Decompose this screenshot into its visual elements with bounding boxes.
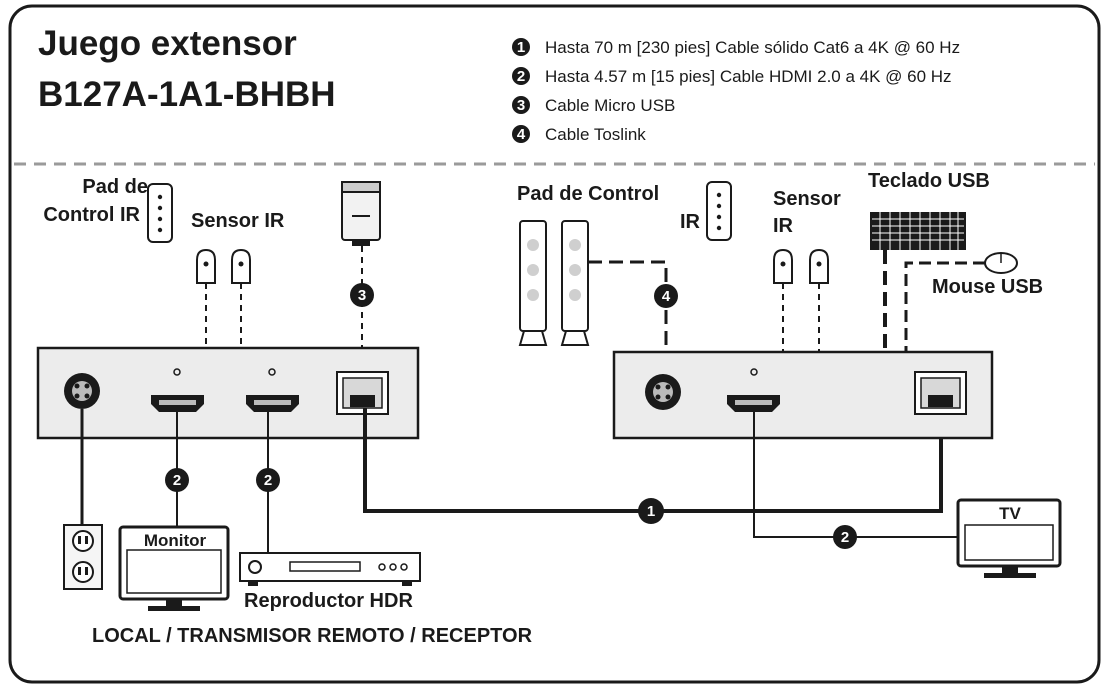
legend-item-4: 4 Cable Toslink xyxy=(512,125,646,144)
monitor-label: Monitor xyxy=(144,531,207,550)
left-ir-sensor-2-icon xyxy=(231,248,251,284)
badge-toslink-num: 4 xyxy=(662,288,671,305)
right-ir-pad-icon xyxy=(706,181,732,241)
legend-badge-3-num: 3 xyxy=(517,97,525,114)
left-ir-sensor-1-icon xyxy=(196,248,216,284)
tv-icon xyxy=(956,498,1062,578)
legend-text-4: Cable Toslink xyxy=(545,125,646,144)
badge-usb-icon xyxy=(350,283,374,307)
receiver-box xyxy=(612,350,994,440)
wall-outlet-icon xyxy=(63,524,103,590)
power-adapter-icon xyxy=(341,181,381,246)
left-ir-pad-label-2: Control IR xyxy=(43,204,140,226)
legend-text-1: Hasta 70 m [230 pies] Cable sólido Cat6 … xyxy=(545,38,960,57)
right-ir-sensor-2-icon xyxy=(809,248,829,284)
right-ir-pad-label-1: Pad de Control xyxy=(517,183,659,205)
monitor-icon xyxy=(118,525,230,611)
badge-hdmi-monitor-icon xyxy=(165,468,189,492)
right-ir-sensor-label-1: Sensor xyxy=(773,188,841,210)
badge-toslink-icon xyxy=(654,284,678,308)
speaker-right-icon xyxy=(560,220,590,346)
legend-item-2: 2 Hasta 4.57 m [15 pies] Cable HDMI 2.0 … xyxy=(512,67,952,86)
title-line-1: Juego extensor xyxy=(38,24,297,63)
legend-badge-3-icon xyxy=(512,96,530,114)
badge-cat6-num: 1 xyxy=(647,503,655,520)
right-ir-sensor-1-icon xyxy=(773,248,793,284)
transmitter-box xyxy=(36,346,420,440)
badge-hdmi-player-num: 2 xyxy=(264,472,272,489)
badge-hdmi-tv-icon xyxy=(833,525,857,549)
legend-text-2: Hasta 4.57 m [15 pies] Cable HDMI 2.0 a … xyxy=(545,67,952,86)
mouse-cable xyxy=(904,261,985,352)
badge-hdmi-monitor-num: 2 xyxy=(173,472,181,489)
badge-cat6-icon xyxy=(638,498,664,524)
left-ir-pad-label-1: Pad de xyxy=(82,176,148,198)
badge-hdmi-tv-num: 2 xyxy=(841,529,849,546)
legend-badge-4-num: 4 xyxy=(517,126,526,143)
usb-keyboard-icon xyxy=(870,212,966,250)
right-ir-pad-label-2: IR xyxy=(680,211,701,233)
legend-badge-2-num: 2 xyxy=(517,68,525,85)
legend-item-3: 3 Cable Micro USB xyxy=(512,96,675,115)
hdmi-cable-tv xyxy=(753,412,960,538)
tv-label: TV xyxy=(999,504,1021,523)
footer-caption: LOCAL / TRANSMISOR REMOTO / RECEPTOR xyxy=(92,625,533,647)
legend-item-1: 1 Hasta 70 m [230 pies] Cable sólido Cat… xyxy=(512,38,960,57)
legend-badge-4-icon xyxy=(512,125,530,143)
mouse-label: Mouse USB xyxy=(932,276,1043,298)
hdr-player-icon xyxy=(239,552,421,586)
legend-badge-1-icon xyxy=(512,38,530,56)
left-ir-sensor-label: Sensor IR xyxy=(191,210,285,232)
legend: 1 Hasta 70 m [230 pies] Cable sólido Cat… xyxy=(512,38,960,144)
legend-badge-2-icon xyxy=(512,67,530,85)
badge-usb-num: 3 xyxy=(358,287,366,304)
right-ir-sensor-label-2: IR xyxy=(773,215,794,237)
legend-text-3: Cable Micro USB xyxy=(545,96,675,115)
usb-mouse-icon xyxy=(984,252,1018,274)
badge-hdmi-player-icon xyxy=(256,468,280,492)
legend-badge-1-num: 1 xyxy=(517,39,525,56)
toslink-cable xyxy=(588,260,668,352)
keyboard-label: Teclado USB xyxy=(868,170,990,192)
title-line-2: B127A-1A1-BHBH xyxy=(38,75,336,114)
left-ir-pad-icon xyxy=(147,183,173,243)
speaker-left-icon xyxy=(518,220,548,346)
hdr-player-label: Reproductor HDR xyxy=(244,590,413,612)
